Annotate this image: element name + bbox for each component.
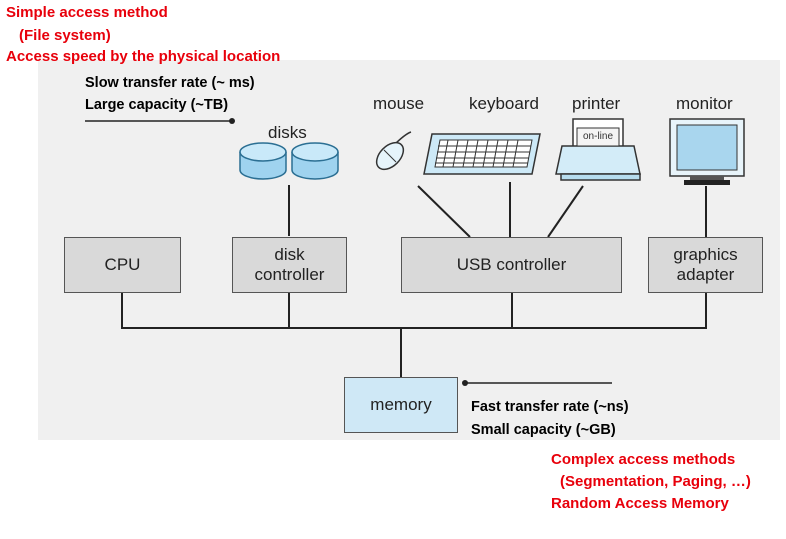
usb-controller-box: USB controller [401, 237, 622, 293]
disk-capacity-note: Large capacity (~TB) [85, 97, 229, 113]
disk-controller-label-line1: disk [274, 245, 305, 265]
memory-capacity-note: Small capacity (~GB) [471, 422, 616, 438]
graphics-adapter-label-line1: graphics [673, 245, 738, 265]
usb-controller-label: USB controller [456, 255, 567, 275]
printer-icon [555, 118, 641, 181]
disk-controller-box: disk controller [232, 237, 347, 293]
keyboard-icon [423, 133, 541, 175]
disk-note-pointer [85, 118, 235, 124]
annotation-access-speed: Access speed by the physical location [6, 48, 281, 65]
disks-icon [239, 142, 339, 180]
annotation-simple-access: Simple access method [6, 4, 168, 21]
printer-online-panel: on-line [582, 131, 614, 142]
cpu-box: CPU [64, 237, 181, 293]
annotation-file-system: (File system) [19, 27, 111, 44]
disks-label: disks [268, 123, 307, 142]
disk-transfer-rate-note: Slow transfer rate (~ ms) [85, 75, 255, 91]
memory-box: memory [344, 377, 458, 433]
annotation-random-access-memory: Random Access Memory [551, 495, 729, 512]
monitor-label: monitor [676, 94, 733, 113]
graphics-adapter-label-line2: adapter [676, 265, 735, 284]
system-bus [121, 182, 707, 377]
monitor-icon [669, 118, 745, 185]
memory-note-pointer [462, 380, 612, 386]
cpu-label: CPU [104, 255, 141, 275]
disk-controller-label-line2: controller [254, 265, 325, 284]
keyboard-label: keyboard [469, 94, 539, 113]
annotation-segmentation-paging: (Segmentation, Paging, …) [560, 473, 751, 490]
memory-transfer-rate-note: Fast transfer rate (~ns) [471, 399, 629, 415]
annotation-complex-access: Complex access methods [551, 451, 736, 468]
memory-label: memory [370, 395, 432, 415]
graphics-adapter-box: graphics adapter [648, 237, 763, 293]
printer-label: printer [572, 94, 621, 113]
mouse-icon [375, 131, 412, 171]
mouse-label: mouse [373, 94, 425, 113]
